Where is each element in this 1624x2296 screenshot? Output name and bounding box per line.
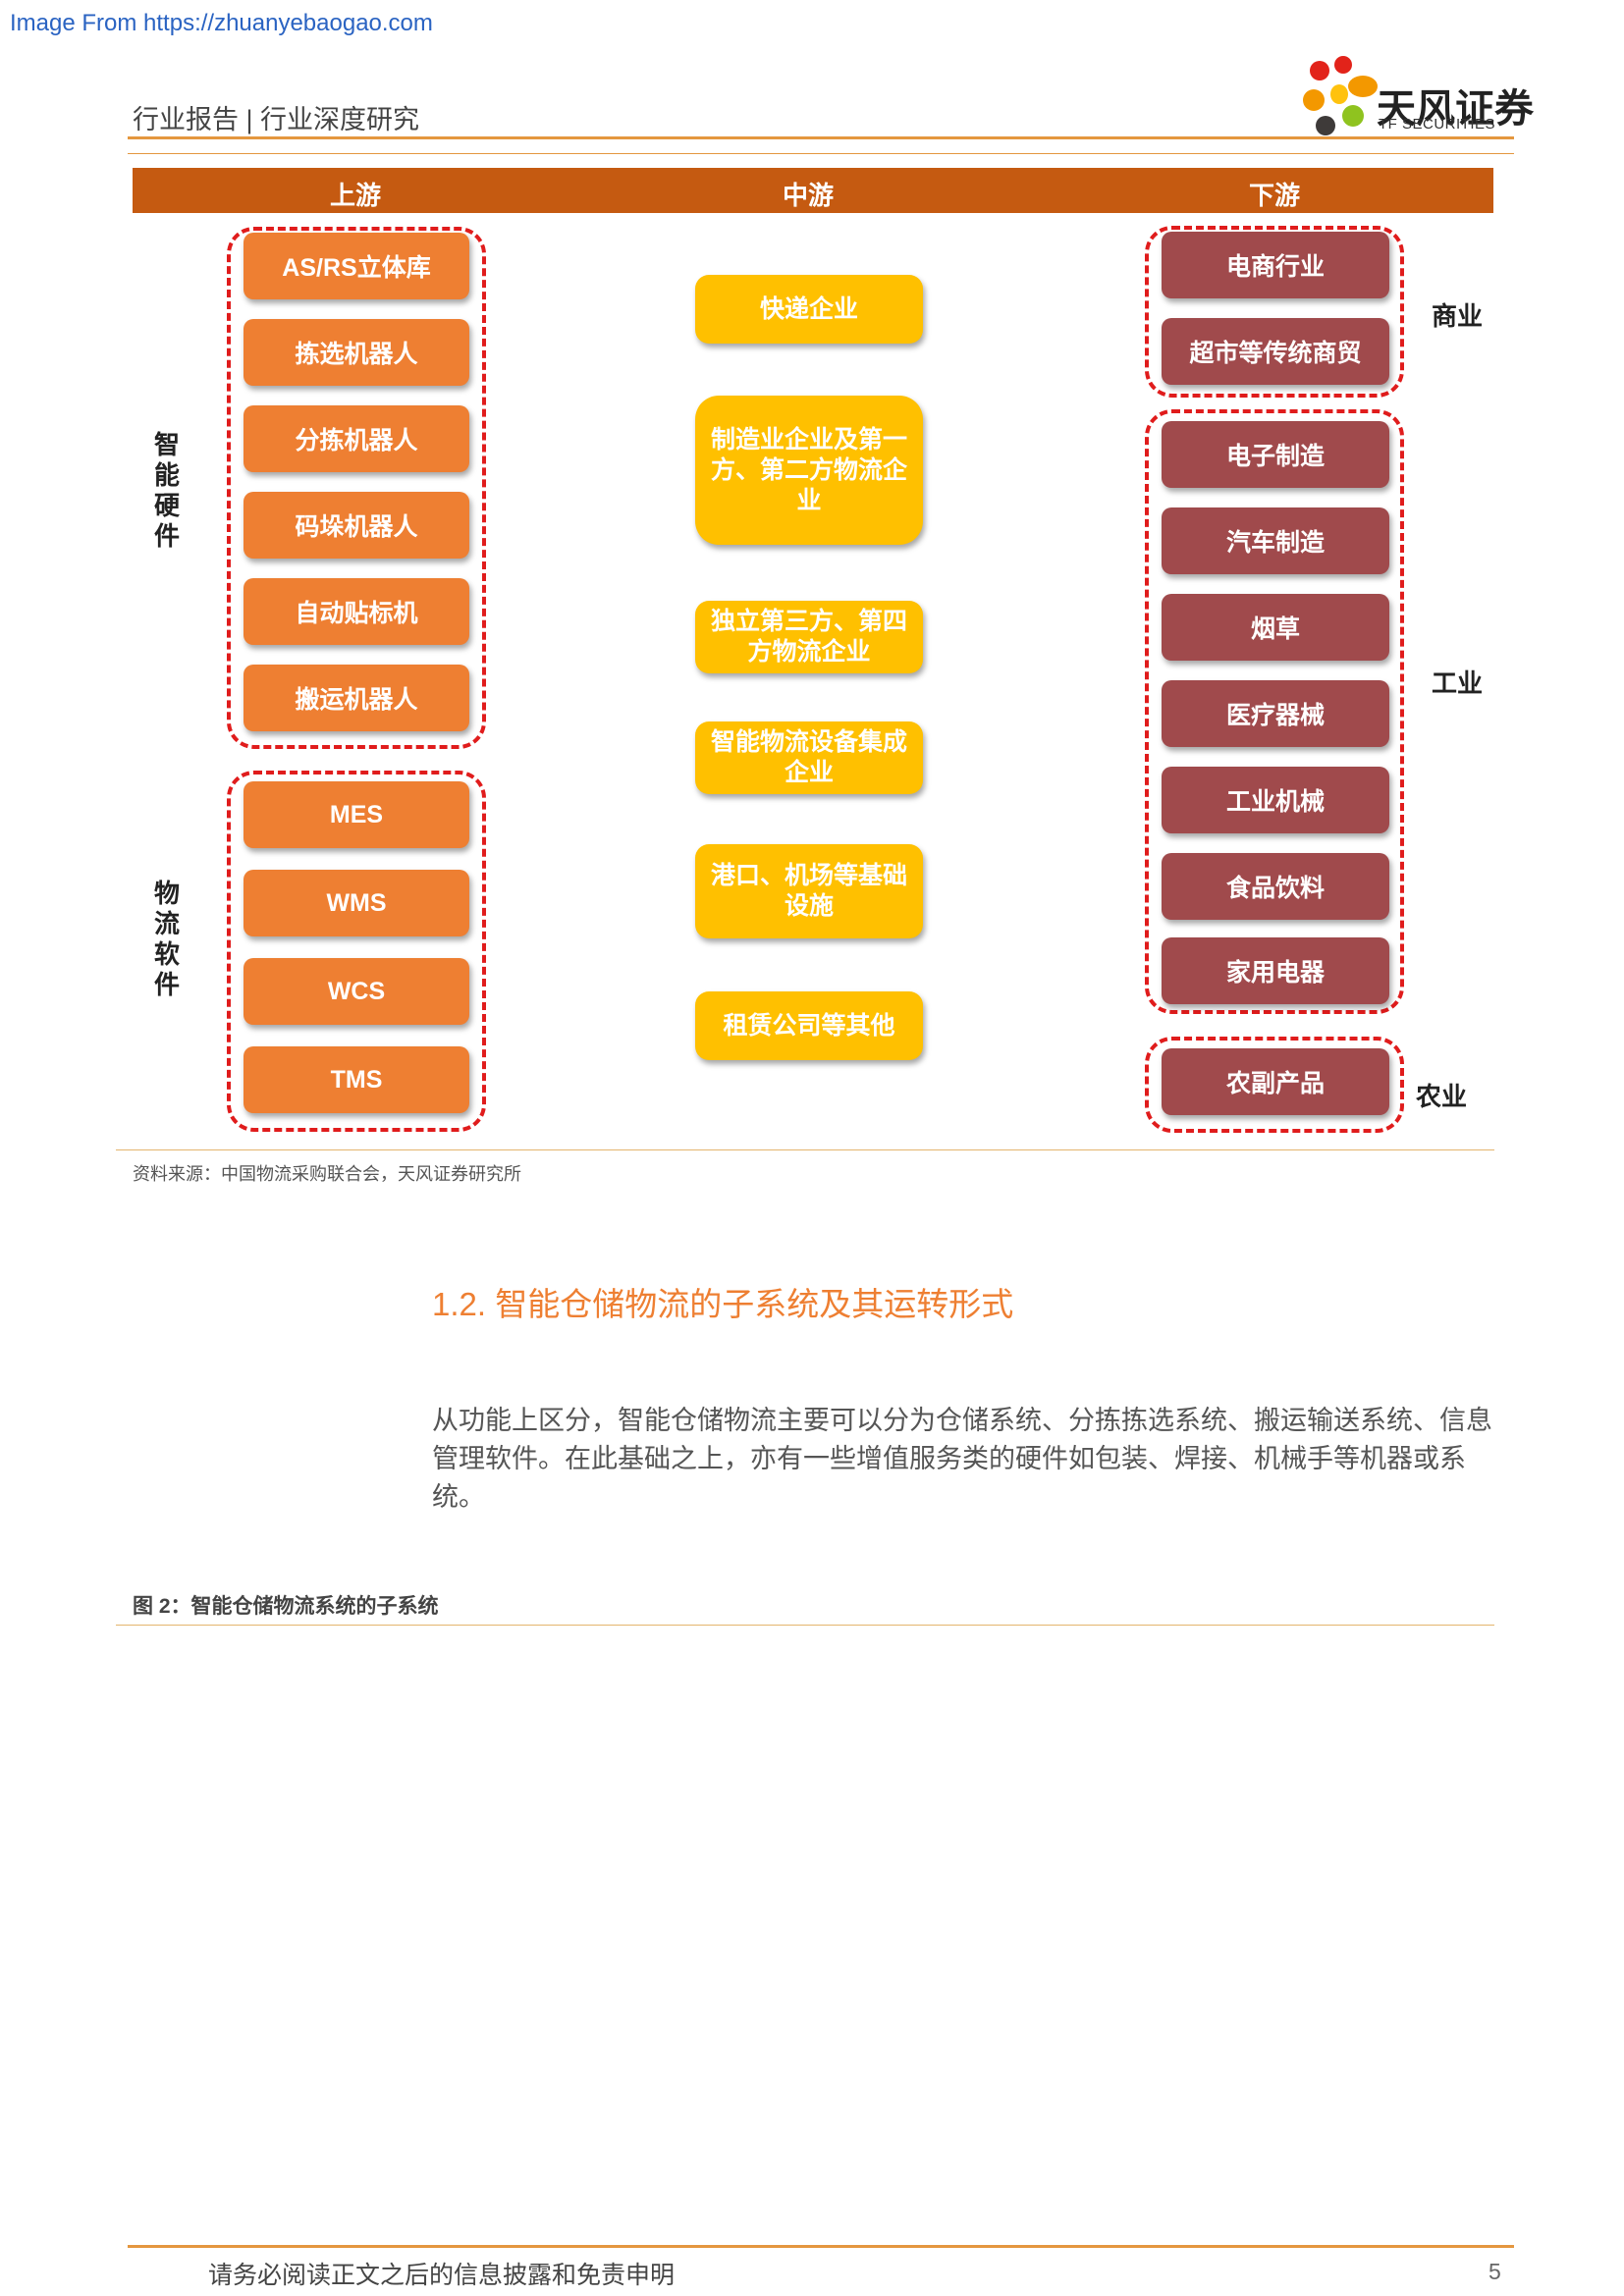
software-wcs: WCS — [244, 958, 469, 1025]
downstream-ecommerce: 电商行业 — [1162, 232, 1389, 298]
downstream-machinery: 工业机械 — [1162, 767, 1389, 833]
commerce-group — [1145, 226, 1404, 398]
header-rule-thin — [128, 153, 1514, 154]
software-tms: TMS — [244, 1046, 469, 1113]
figure-2-rule — [116, 1625, 1494, 1626]
figure-source: 资料来源：中国物流采购联合会，天风证券研究所 — [133, 1164, 521, 1184]
downstream-electronics: 电子制造 — [1162, 421, 1389, 488]
midstream-express: 快递企业 — [695, 275, 923, 344]
section-heading: 1.2. 智能仓储物流的子系统及其运转形式 — [432, 1278, 1013, 1325]
hardware-picking-robot: 拣选机器人 — [244, 319, 469, 386]
report-category: 行业报告 | 行业深度研究 — [133, 105, 420, 134]
downstream-header: 下游 — [1248, 181, 1301, 210]
chain-header-band: 上游 中游 下游 — [133, 168, 1493, 213]
midstream-integrator: 智能物流设备集成企业 — [695, 721, 923, 794]
section-title: 智能仓储物流的子系统及其运转形式 — [495, 1286, 1014, 1322]
downstream-tobacco: 烟草 — [1162, 594, 1389, 661]
hardware-sorting-robot: 分拣机器人 — [244, 405, 469, 472]
midstream-3pl-4pl: 独立第三方、第四方物流企业 — [695, 601, 923, 673]
downstream-medical: 医疗器械 — [1162, 680, 1389, 747]
software-wms: WMS — [244, 870, 469, 936]
downstream-food: 食品饮料 — [1162, 853, 1389, 920]
footer-rule — [128, 2245, 1514, 2248]
source-rule — [116, 1149, 1494, 1150]
logo-name: 天风证券 — [1377, 87, 1534, 131]
header-rule — [128, 136, 1514, 139]
body-paragraph: 从功能上区分，智能仓储物流主要可以分为仓储系统、分拣拣选系统、搬运输送系统、信息… — [432, 1406, 1492, 1512]
hardware-palletizing-robot: 码垛机器人 — [244, 492, 469, 559]
midstream-leasing: 租赁公司等其他 — [695, 991, 923, 1060]
logo-subtitle: TF SECURITIES — [1379, 116, 1496, 133]
industry-group — [1145, 409, 1404, 1014]
agriculture-label: 农业 — [1416, 1082, 1468, 1111]
source-watermark[interactable]: Image From https://zhuanyebaogao.com — [10, 10, 433, 36]
commerce-label: 商业 — [1432, 301, 1484, 331]
hardware-handling-robot: 搬运机器人 — [244, 665, 469, 731]
page-number: 5 — [1489, 2259, 1501, 2284]
downstream-automotive: 汽车制造 — [1162, 507, 1389, 574]
industry-label: 工业 — [1432, 668, 1484, 698]
downstream-retail: 超市等传统商贸 — [1162, 318, 1389, 385]
midstream-manufacturing: 制造业企业及第一方、第二方物流企业 — [695, 396, 923, 545]
downstream-appliances: 家用电器 — [1162, 937, 1389, 1004]
software-group — [227, 771, 486, 1132]
midstream-header: 中游 — [782, 181, 835, 210]
agriculture-group — [1145, 1037, 1404, 1133]
hardware-labeling-machine: 自动贴标机 — [244, 578, 469, 645]
software-mes: MES — [244, 781, 469, 848]
hardware-group — [227, 227, 486, 749]
tf-securities-logo-icon — [1303, 56, 1378, 135]
software-label: 物流软件 — [153, 879, 180, 999]
section-number: 1.2. — [432, 1286, 487, 1322]
footer-disclaimer: 请务必阅读正文之后的信息披露和免责申明 — [208, 2262, 676, 2289]
upstream-header: 上游 — [329, 181, 382, 210]
hardware-label: 智能硬件 — [153, 430, 180, 551]
figure-2-title: 图 2：智能仓储物流系统的子系统 — [133, 1595, 439, 1618]
hardware-asrs: AS/RS立体库 — [244, 233, 469, 299]
downstream-agri-products: 农副产品 — [1162, 1048, 1389, 1115]
midstream-infrastructure: 港口、机场等基础设施 — [695, 844, 923, 938]
